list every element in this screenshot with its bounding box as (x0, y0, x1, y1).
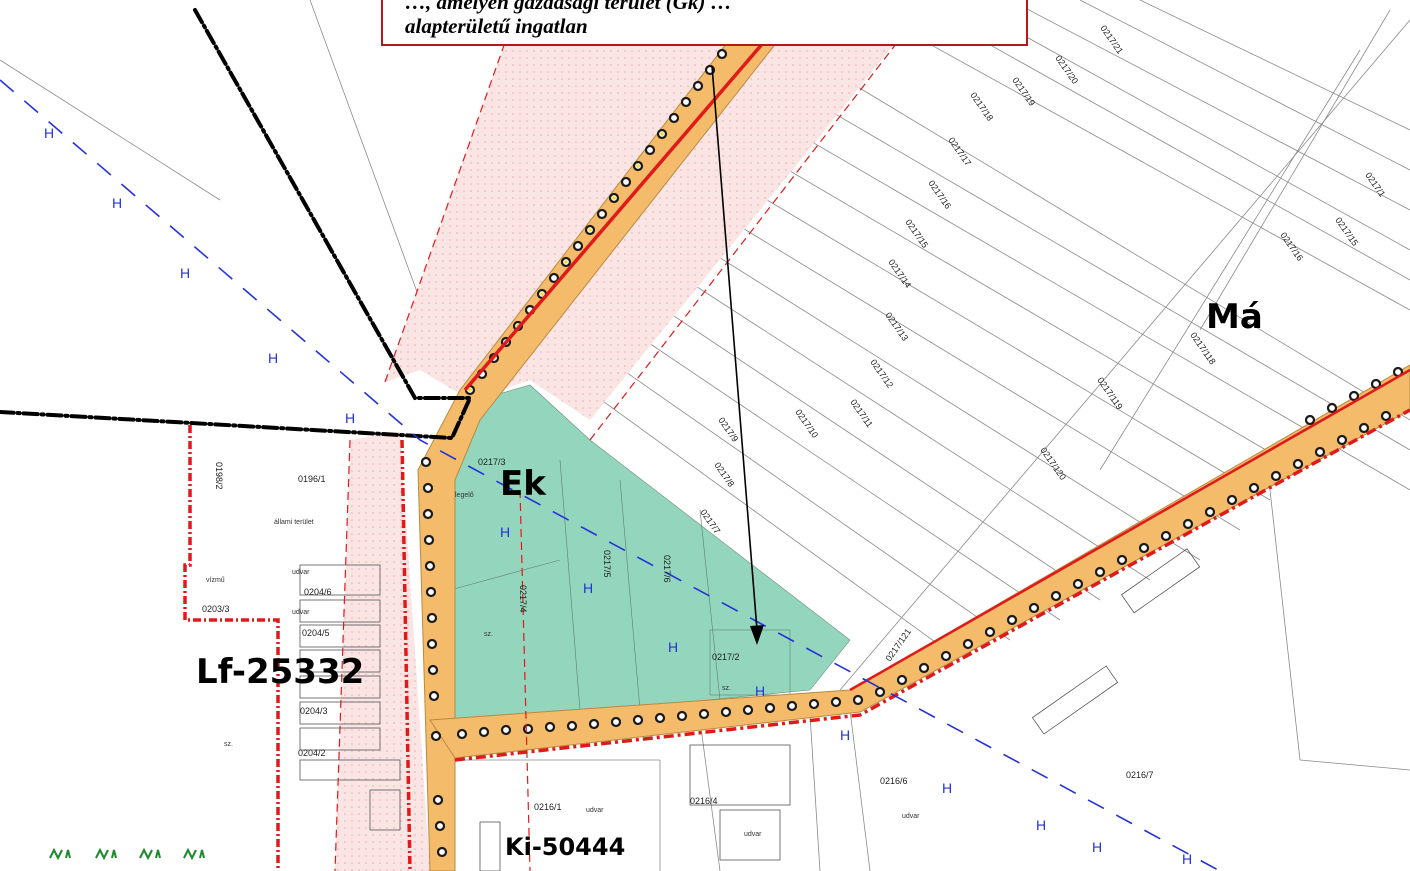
land-use-labels: legelő állami terület vízmű udvar udvar … (206, 492, 920, 838)
parcel-label: 0204/2 (298, 748, 326, 758)
svg-text:H: H (112, 195, 122, 211)
parcel-label: 0204/5 (302, 628, 330, 638)
parcel-label: 0217/5 (602, 550, 612, 578)
parcel-label: 0216/1 (534, 802, 562, 812)
parcel-label: 0217/21 (1098, 23, 1125, 55)
parcel-label: 0217/16 (1278, 230, 1305, 262)
zone-label-lf: Lf-25332 (196, 652, 364, 692)
parcel-label: 0216/6 (880, 776, 908, 786)
zone-label-ki: Ki-50444 (505, 833, 625, 861)
zone-label-ma: Má (1206, 297, 1263, 337)
svg-text:H: H (345, 410, 355, 426)
callout-line2: alapterületű ingatlan (405, 14, 588, 38)
svg-text:H: H (1036, 817, 1046, 833)
svg-text:H: H (1092, 839, 1102, 855)
parcel-label: 0217/3 (478, 457, 506, 467)
road-tree-dots (420, 0, 1404, 858)
svg-text:vízmű: vízmű (206, 577, 225, 584)
svg-text:H: H (942, 780, 952, 796)
svg-text:H: H (44, 125, 54, 141)
callout-box: …, amelyen gazdasági terület (Gk) … alap… (381, 0, 1028, 46)
callout-arrow (711, 65, 764, 645)
svg-text:H: H (755, 683, 765, 699)
parcel-label: 0217/1 (1363, 170, 1387, 198)
svg-text:udvar: udvar (744, 831, 762, 838)
parcel-label: 0217/19 (1010, 75, 1037, 107)
parcel-label: 0217/18 (968, 90, 995, 122)
parcel-label: 0217/119 (1095, 375, 1124, 411)
black-boundary (0, 8, 474, 441)
svg-text:legelő: legelő (455, 492, 474, 499)
parcel-label: 0217/11 (848, 397, 874, 429)
parcel-label: 0217/12 (868, 357, 895, 389)
red-boundaries (183, 0, 1410, 871)
parcel-label: 0216/7 (1126, 770, 1154, 780)
svg-text:H: H (1182, 851, 1192, 867)
zone-label-ek: Ek (500, 464, 547, 504)
svg-text:H: H (840, 727, 850, 743)
svg-text:udvar: udvar (292, 569, 310, 576)
svg-text:H: H (500, 524, 510, 540)
svg-text:sz.: sz. (722, 685, 731, 692)
svg-text:udvar: udvar (292, 609, 310, 616)
parcel-label: 0217/17 (946, 135, 973, 167)
parcel-label: 0217/2 (712, 652, 740, 662)
parcel-label: 0217/6 (662, 555, 672, 583)
svg-text:állami terület: állami terület (274, 519, 314, 526)
utility-line-h: H H H H H H H H H H H H H H (0, 79, 1221, 871)
svg-text:sz.: sz. (484, 631, 493, 638)
parcel-label: 0217/10 (793, 407, 820, 439)
parcel-label: 0217/20 (1053, 53, 1080, 85)
parcel-label: 0204/6 (304, 587, 332, 597)
svg-text:udvar: udvar (902, 813, 920, 820)
parcel-label: 0217/9 (716, 415, 740, 443)
parcel-label: 0198/2 (214, 462, 224, 490)
grass-symbols (49, 847, 205, 861)
parcel-label: 0196/1 (298, 474, 326, 484)
parcel-label: 0217/8 (712, 460, 736, 488)
callout-line1: …, amelyen gazdasági terület (Gk) … (405, 0, 732, 14)
parcel-label: 0217/13 (883, 310, 910, 342)
parcel-label: 0203/3 (202, 604, 230, 614)
svg-text:udvar: udvar (586, 807, 604, 814)
svg-text:sz.: sz. (224, 741, 233, 748)
buildings (299, 548, 1201, 871)
svg-text:H: H (668, 639, 678, 655)
parcel-label: 0216/4 (690, 796, 718, 806)
parcel-label: 0217/4 (518, 585, 528, 613)
svg-text:H: H (180, 265, 190, 281)
parcel-label: 0204/3 (300, 706, 328, 716)
parcel-label: 0217/16 (926, 178, 953, 210)
parcel-label: 0217/120 (1038, 445, 1068, 481)
svg-text:H: H (268, 350, 278, 366)
svg-text:H: H (583, 580, 593, 596)
